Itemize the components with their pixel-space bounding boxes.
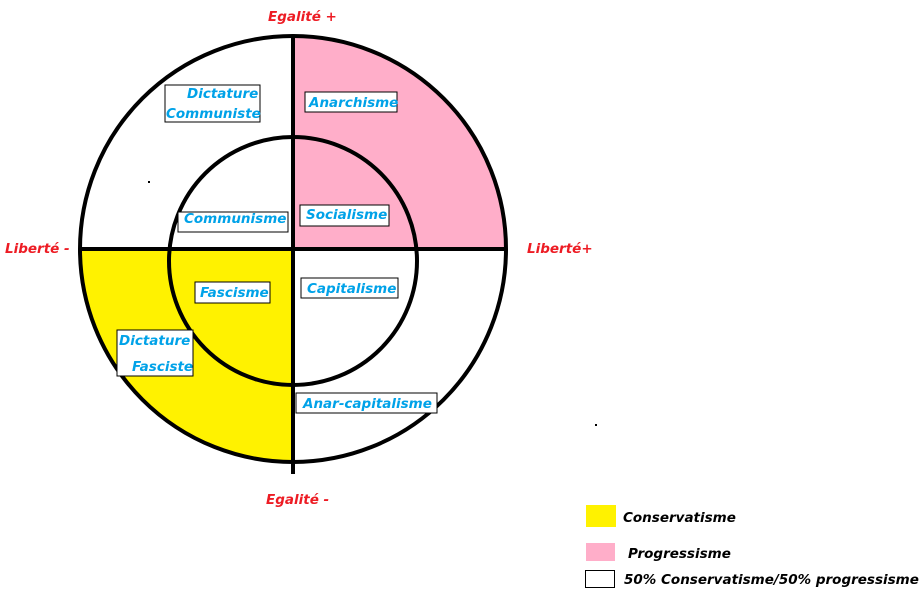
axis-label-left: Liberté -	[5, 241, 70, 257]
svg-text:Communisme: Communisme	[184, 211, 286, 227]
legend-label-neutral: 50% Conservatisme/50% progressisme	[624, 572, 919, 588]
svg-text:Dictature: Dictature	[187, 86, 258, 102]
axis-label-bottom: Egalité -	[266, 492, 329, 508]
svg-text:Anar-capitalisme: Anar-capitalisme	[302, 396, 432, 412]
legend-swatch-neutral	[585, 570, 615, 588]
label-dictature-communiste: Dictature Communiste	[164, 84, 261, 123]
stray-dot	[148, 181, 150, 183]
stray-dot	[595, 424, 597, 426]
svg-text:Communiste: Communiste	[166, 106, 261, 122]
axis-label-top: Egalité +	[268, 9, 337, 25]
svg-text:Fasciste: Fasciste	[132, 359, 193, 375]
label-capitalisme: Capitalisme	[300, 277, 399, 299]
legend-swatch-progressism	[586, 543, 615, 561]
label-communisme: Communisme	[177, 211, 289, 233]
axis-label-right: Liberté+	[527, 241, 593, 257]
label-socialisme: Socialisme	[299, 204, 390, 227]
svg-text:Socialisme: Socialisme	[306, 207, 387, 223]
legend-label-progressism: Progressisme	[628, 546, 731, 562]
svg-text:Dictature: Dictature	[119, 333, 190, 349]
svg-text:Capitalisme: Capitalisme	[307, 281, 396, 297]
legend-swatch-conservatism	[586, 505, 616, 527]
label-anarchisme: Anarchisme	[304, 91, 398, 113]
progressism-quadrant	[293, 36, 506, 249]
label-fascisme: Fascisme	[194, 281, 271, 304]
label-anar-capitalisme: Anar-capitalisme	[295, 392, 438, 414]
svg-text:Anarchisme: Anarchisme	[308, 95, 398, 111]
svg-text:Fascisme: Fascisme	[200, 285, 269, 301]
label-dictature-fasciste: Dictature Fasciste	[116, 329, 194, 377]
legend: Conservatisme Progressisme 50% Conservat…	[585, 505, 919, 588]
legend-label-conservatism: Conservatisme	[623, 510, 736, 526]
